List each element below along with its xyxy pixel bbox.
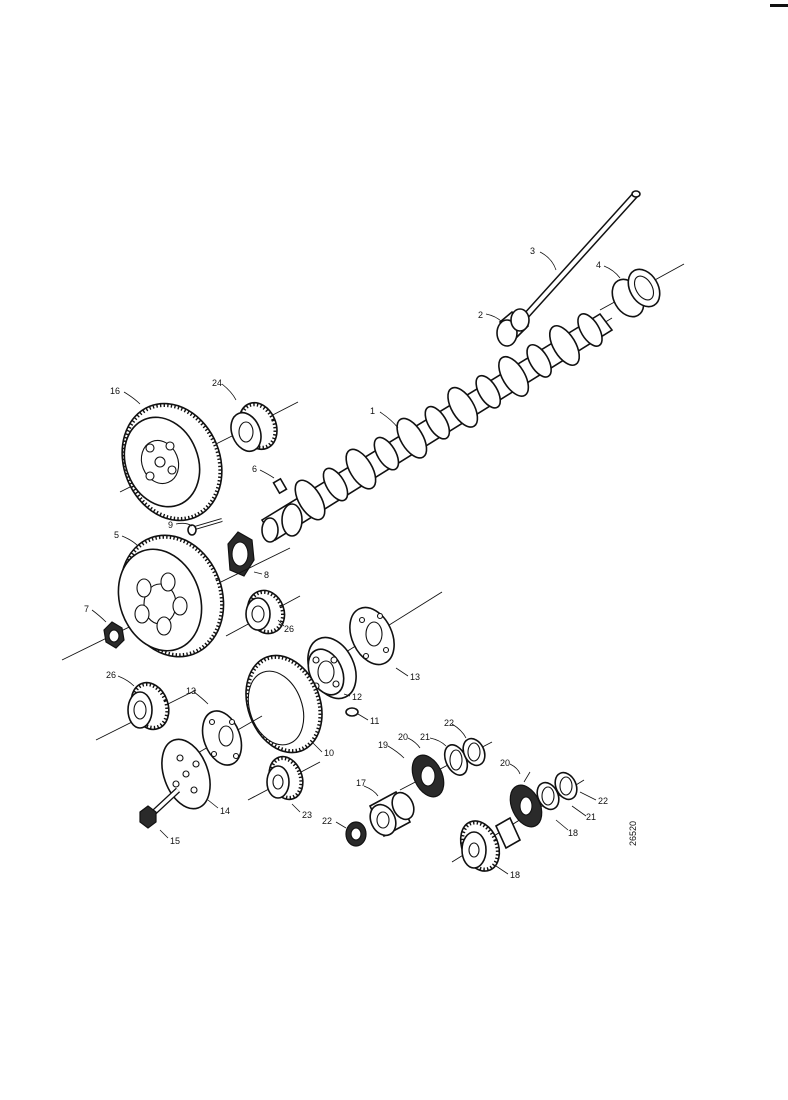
callout-22: 22 (444, 718, 454, 728)
callout-23: 23 (302, 810, 312, 820)
callout-22-lower: 22 (322, 816, 332, 826)
cam-lobe (475, 374, 502, 409)
cam-lobe (577, 313, 603, 347)
callout-3: 3 (530, 246, 535, 256)
callout-9: 9 (168, 520, 173, 530)
callout-13-right: 13 (410, 672, 420, 682)
woodruff-key (272, 477, 288, 495)
bolt-15 (139, 787, 181, 829)
callout-15: 15 (170, 836, 180, 846)
camshaft (260, 312, 614, 543)
idler-hub-group (399, 737, 493, 798)
leader-lines (91, 251, 621, 875)
cam-lobe (345, 448, 377, 490)
cam-lobe (447, 386, 479, 428)
ring-gear-10 (245, 654, 323, 754)
callout-14: 14 (220, 806, 230, 816)
callout-24: 24 (212, 378, 222, 388)
callout-2: 2 (478, 310, 483, 320)
tappet (496, 308, 530, 347)
callout-11: 11 (370, 716, 379, 726)
corner-mark (770, 4, 788, 7)
callout-21-right: 21 (586, 812, 596, 822)
callout-4: 4 (596, 260, 601, 270)
key-11 (345, 707, 359, 717)
callout-8: 8 (264, 570, 269, 580)
callout-26-right: 26 (284, 624, 294, 634)
camshaft-gear-upper (119, 402, 233, 522)
bolt-9 (187, 518, 223, 536)
cam-lobe (373, 436, 400, 471)
callout-26: 26 (106, 670, 116, 680)
cam-lobe (424, 405, 451, 440)
callout-6-upper: 6 (252, 464, 257, 474)
cam-lobe (294, 479, 326, 521)
callout-12: 12 (352, 692, 362, 702)
callout-5: 5 (114, 530, 119, 540)
idler-gear-small-25a (225, 589, 301, 637)
hub-8 (227, 531, 255, 577)
idler-gear-18-group (451, 771, 585, 872)
idler-gear-small-24 (230, 401, 299, 453)
callout-16-upper: 16 (110, 386, 120, 396)
callout-13-left: 13 (186, 686, 196, 696)
callout-20-right: 20 (500, 758, 510, 768)
idler-gear-26 (95, 681, 197, 741)
camshaft-bush (599, 263, 685, 318)
cam-lobe (498, 355, 530, 397)
crankshaft-gear-5 (61, 534, 291, 661)
callout-21: 21 (420, 732, 430, 742)
thrust-plate-13-right (329, 591, 443, 666)
callout-22-right: 22 (598, 796, 608, 806)
callout-18-right: 18 (568, 828, 578, 838)
callout-1: 1 (370, 406, 375, 416)
cam-lobe (396, 417, 428, 459)
callout-20: 20 (398, 732, 408, 742)
thrust-plate-13-left (195, 710, 263, 766)
callout-17: 17 (356, 778, 366, 788)
callout-labels: 3 4 2 1 16 24 6 9 8 5 7 26 13 12 11 10 2… (84, 246, 608, 880)
push-rod (521, 190, 641, 321)
reference-number: 26520 (628, 821, 638, 846)
sleeve-17 (368, 790, 415, 838)
cam-lobe (322, 467, 349, 502)
callout-19: 19 (378, 740, 388, 750)
idler-gear-small-25b (247, 755, 321, 801)
cam-lobe (548, 325, 581, 366)
callout-18-lower: 18 (510, 870, 520, 880)
callout-10: 10 (324, 748, 334, 758)
callout-7: 7 (84, 604, 89, 614)
nut-7 (103, 621, 125, 649)
cam-lobe (526, 343, 552, 378)
